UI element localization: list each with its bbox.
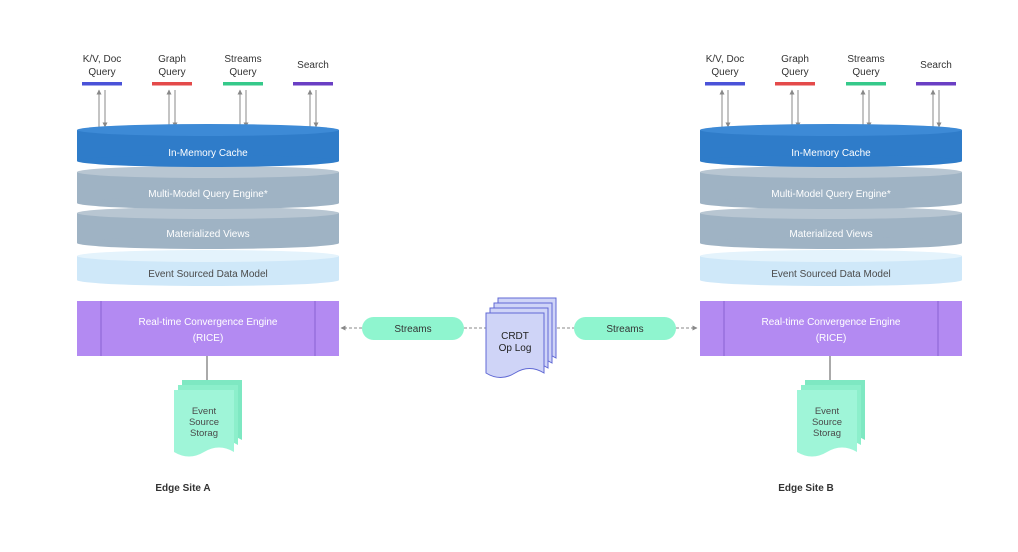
site-label: Edge Site A: [155, 483, 210, 494]
stream-label-right: Streams: [606, 324, 643, 335]
query-engine-label: Multi-Model Query Engine*: [148, 189, 268, 200]
stream-label-left: Streams: [394, 324, 431, 335]
query-label: Search: [920, 60, 952, 71]
query-engine-layer: [700, 166, 962, 209]
rice-label-line1: Real-time Convergence Engine: [762, 317, 901, 328]
query-color-bar: [916, 82, 956, 86]
storage-page: [174, 390, 234, 457]
in-memory-cache-layer: [700, 124, 962, 167]
query-color-bar: [846, 82, 886, 86]
crdt-op-log: [485, 297, 557, 378]
event-source-storage: [797, 380, 865, 457]
storage-page: [797, 390, 857, 457]
event-sourced-data-model-label: Event Sourced Data Model: [771, 269, 891, 280]
stream-pill-left: [362, 317, 464, 340]
query-color-bar: [705, 82, 745, 86]
site-label: Edge Site B: [778, 483, 834, 494]
query-color-bar: [775, 82, 815, 86]
event-sourced-data-model-label: Event Sourced Data Model: [148, 269, 268, 280]
crdt-label-line2: Op Log: [499, 343, 532, 354]
query-color-bar: [152, 82, 192, 86]
stream-pill-right: [574, 317, 676, 340]
materialized-views-layer: [77, 207, 339, 249]
query-color-bar: [223, 82, 263, 86]
query-engine-label: Multi-Model Query Engine*: [771, 189, 891, 200]
rice-label-line2: (RICE): [193, 333, 224, 344]
rice-label-line1: Real-time Convergence Engine: [139, 317, 278, 328]
event-sourced-data-model-layer: [77, 250, 339, 286]
query-engine-layer: [77, 166, 339, 209]
query-color-bar: [82, 82, 122, 86]
rice-engine-box: [77, 301, 339, 356]
materialized-views-label: Materialized Views: [789, 229, 872, 240]
crdt-label-line1: CRDT: [501, 331, 529, 342]
event-source-storage: [174, 380, 242, 457]
in-memory-cache-layer: [77, 124, 339, 167]
materialized-views-layer: [700, 207, 962, 249]
rice-label-line2: (RICE): [816, 333, 847, 344]
event-sourced-data-model-layer: [700, 250, 962, 286]
in-memory-cache-label: In-Memory Cache: [791, 148, 871, 159]
query-label: Search: [297, 60, 329, 71]
crdt-page: [485, 312, 545, 378]
in-memory-cache-label: In-Memory Cache: [168, 148, 248, 159]
materialized-views-label: Materialized Views: [166, 229, 249, 240]
query-color-bar: [293, 82, 333, 86]
rice-engine-box: [700, 301, 962, 356]
